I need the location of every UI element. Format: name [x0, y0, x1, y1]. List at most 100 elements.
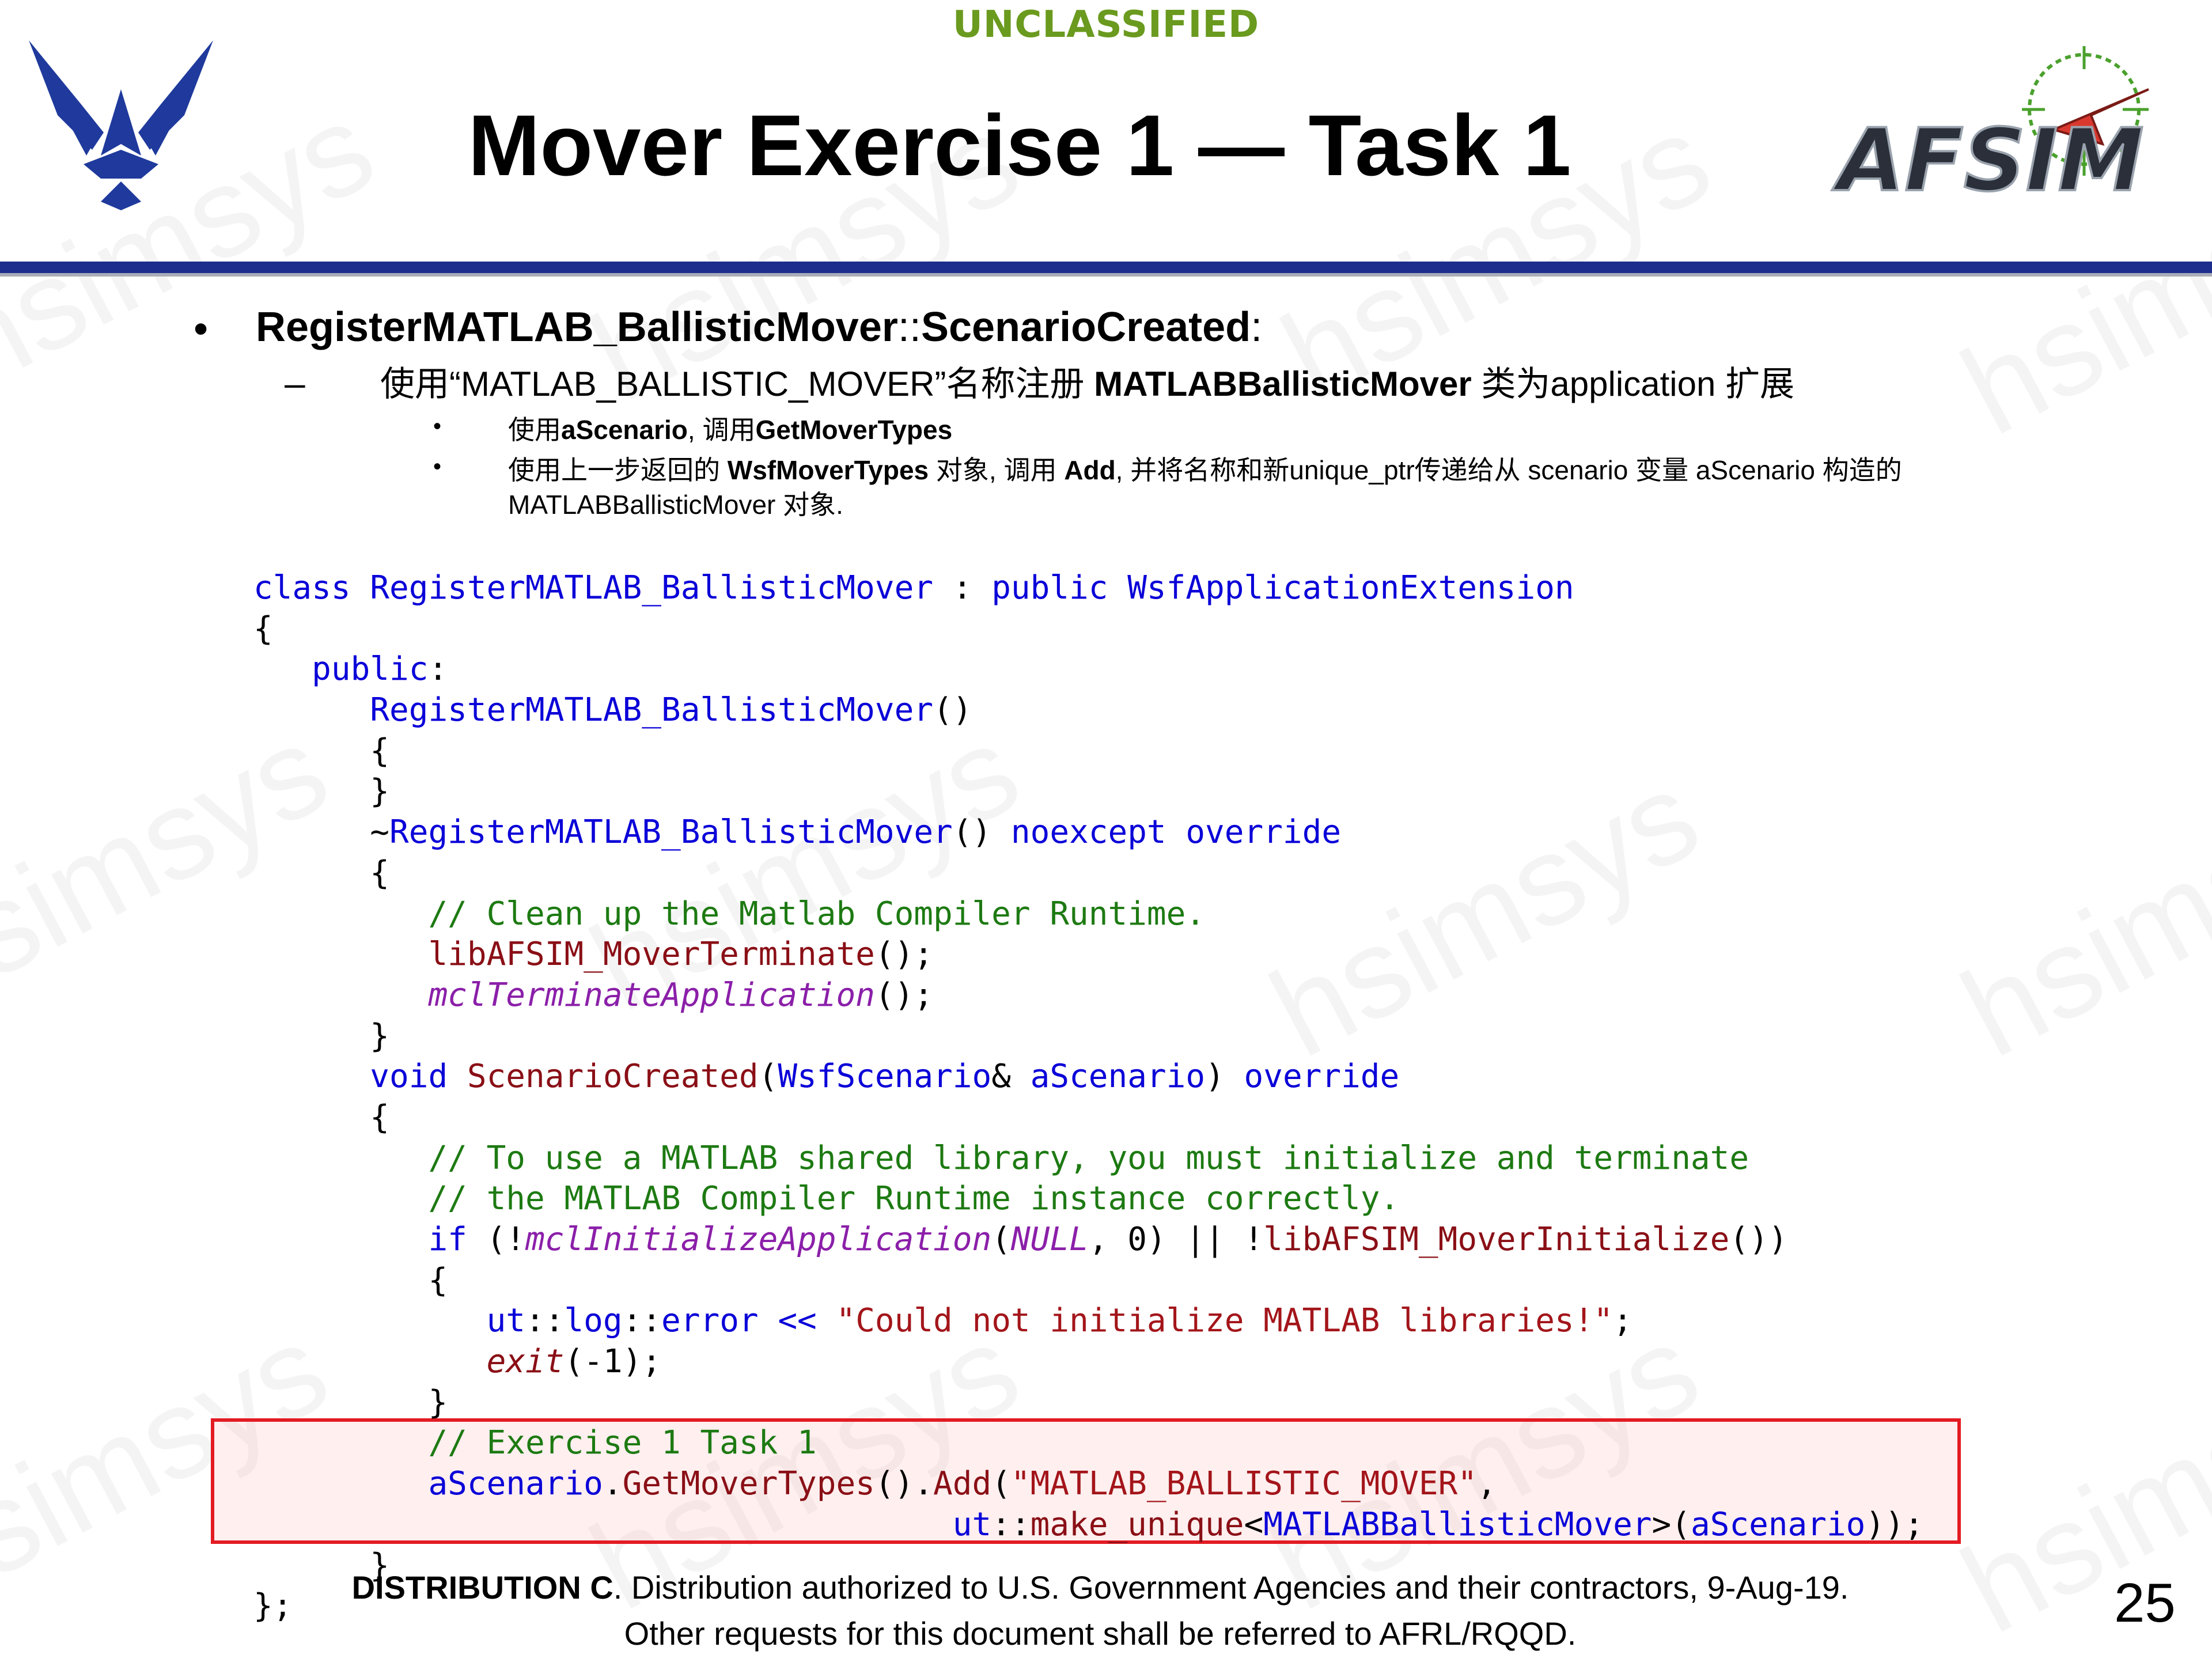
code-punct: >(: [1652, 1505, 1691, 1543]
code-param: aScenario: [1690, 1505, 1866, 1543]
distribution-line-2: Other requests for this document shall b…: [624, 1615, 1577, 1652]
code-punct: ::: [991, 1505, 1031, 1543]
code-line: {: [253, 1260, 1924, 1301]
code-line: }: [253, 771, 1924, 812]
bullet-level-1: RegisterMATLAB_BallisticMover::ScenarioC…: [256, 303, 1262, 351]
code-punct: (: [991, 1221, 1011, 1258]
code-line: {: [253, 853, 1924, 894]
code-macro: NULL: [1010, 1221, 1089, 1258]
code-string: "Could not initialize MATLAB libraries!": [836, 1302, 1613, 1340]
code-highlight-box: [211, 1418, 1961, 1544]
code-param: aScenario: [1030, 1058, 1206, 1096]
method-name: ScenarioCreated: [921, 304, 1251, 350]
code-punct: ;: [1613, 1302, 1633, 1340]
code-line: // Exercise 1 Task 1: [253, 1423, 1924, 1464]
scope-operator: ::: [897, 304, 921, 350]
bullet-suffix: :: [1251, 304, 1263, 350]
slide-title: Mover Exercise 1 — Task 1: [468, 97, 1571, 194]
watermark: hsimsys: [1940, 742, 2212, 1085]
code-punct: ().: [874, 1465, 934, 1503]
bullet-level-2: 使用“MATLAB_BALLISTIC_MOVER”名称注册 MATLABBal…: [380, 362, 1794, 407]
code-string: "MATLAB_BALLISTIC_MOVER": [1010, 1465, 1478, 1503]
code-punct: }: [370, 1017, 390, 1055]
code-type: WsfScenario: [778, 1058, 992, 1096]
code-keyword: public: [991, 569, 1108, 607]
code-punct: (): [933, 691, 972, 729]
afsim-logo-icon: AFSIM: [1831, 46, 2149, 212]
text-run: 使用“MATLAB_BALLISTIC_MOVER”名称注册: [380, 365, 1094, 403]
code-line: // the MATLAB Compiler Runtime instance …: [253, 1179, 1924, 1220]
code-block: class RegisterMATLAB_BallisticMover : pu…: [253, 568, 1924, 1627]
code-line: // To use a MATLAB shared library, you m…: [253, 1138, 1924, 1179]
code-namespace: ut: [952, 1505, 992, 1543]
code-line: aScenario.GetMoverTypes().Add("MATLAB_BA…: [253, 1464, 1924, 1505]
code-punct: ,: [1477, 1465, 1497, 1503]
svg-text:AFSIM: AFSIM: [1832, 111, 2144, 211]
code-line: void ScenarioCreated(WsfScenario& aScena…: [253, 1057, 1924, 1097]
distribution-text: . Distribution authorized to U.S. Govern…: [613, 1569, 1849, 1606]
code-punct: ::: [622, 1302, 662, 1340]
code-punct: ));: [1865, 1505, 1924, 1543]
dash-marker: –: [285, 362, 305, 404]
code-comment: // Exercise 1 Task 1: [428, 1424, 817, 1462]
code-line: {: [253, 1097, 1924, 1138]
text-run: 使用上一步返回的: [508, 455, 728, 485]
code-function: RegisterMATLAB_BallisticMover: [389, 813, 953, 851]
code-comment: // Clean up the Matlab Compiler Runtime.: [428, 895, 1206, 933]
code-line: ~RegisterMATLAB_BallisticMover() noexcep…: [253, 812, 1924, 853]
distribution-statement: DISTRIBUTION C. Distribution authorized …: [288, 1565, 1912, 1657]
code-line: exit(-1);: [253, 1342, 1924, 1383]
bullet-marker: •: [194, 306, 209, 352]
code-punct: }: [370, 1546, 390, 1584]
code-punct: {: [370, 854, 390, 892]
code-punct: <: [1244, 1505, 1264, 1543]
page-number: 25: [2114, 1572, 2176, 1634]
code-line: if (!mclInitializeApplication(NULL, 0) |…: [253, 1220, 1924, 1260]
text-run: , 并将名称和新unique_ptr传递给从 scenario 变量 aScen…: [508, 455, 1902, 520]
distribution-line-1: DISTRIBUTION C. Distribution authorized …: [288, 1565, 1912, 1611]
code-punct: (): [952, 813, 992, 851]
code-line: public:: [253, 649, 1924, 690]
code-function: mclInitializeApplication: [525, 1221, 992, 1258]
air-force-logo-icon: [29, 40, 213, 210]
code-punct: (-1);: [564, 1343, 662, 1381]
code-function: error: [661, 1302, 759, 1340]
code-function: libAFSIM_MoverTerminate: [428, 936, 875, 974]
code-punct: ::: [525, 1302, 565, 1340]
code-function: ScenarioCreated: [467, 1058, 759, 1096]
code-keyword: noexcept: [1010, 813, 1166, 851]
class-name: RegisterMATLAB_BallisticMover: [256, 304, 898, 350]
code-function: exit: [486, 1343, 565, 1381]
code-punct: (!: [467, 1221, 526, 1258]
code-punct: (: [991, 1465, 1011, 1503]
code-type: WsfApplicationExtension: [1127, 569, 1574, 607]
code-punct: {: [370, 732, 390, 770]
bullet-marker: •: [433, 414, 442, 439]
code-line: };: [253, 1586, 1924, 1627]
code-line: }: [253, 1016, 1924, 1057]
code-comment: // To use a MATLAB shared library, you m…: [428, 1139, 1749, 1177]
code-param: aScenario: [428, 1465, 603, 1503]
text-run: 类为application 扩展: [1471, 365, 1794, 403]
code-punct: };: [253, 1587, 293, 1625]
code-punct: ();: [874, 936, 934, 974]
code-type: RegisterMATLAB_BallisticMover: [370, 569, 934, 607]
code-function: make_unique: [1030, 1505, 1244, 1543]
header-rule: [0, 262, 2212, 273]
bullet-marker: •: [433, 454, 442, 479]
header-rule-shadow: [0, 273, 2212, 277]
bullet-level-3: 使用aScenario, 调用GetMoverTypes: [508, 412, 952, 447]
code-punct: {: [253, 609, 273, 648]
code-function: mclTerminateApplication: [428, 976, 875, 1014]
code-line: mclTerminateApplication();: [253, 975, 1924, 1016]
code-line: ut::make_unique<MATLABBallisticMover>(aS…: [253, 1505, 1924, 1546]
code-function: Add: [933, 1465, 992, 1503]
code-function: RegisterMATLAB_BallisticMover: [370, 691, 934, 729]
code-namespace: ut: [486, 1302, 526, 1340]
code-line: {: [253, 731, 1924, 772]
code-line: libAFSIM_MoverTerminate();: [253, 934, 1924, 975]
code-type: MATLABBallisticMover: [1263, 1505, 1652, 1543]
code-keyword: class: [253, 569, 351, 607]
code-line: {: [253, 609, 1924, 650]
code-punct: :: [933, 569, 992, 607]
